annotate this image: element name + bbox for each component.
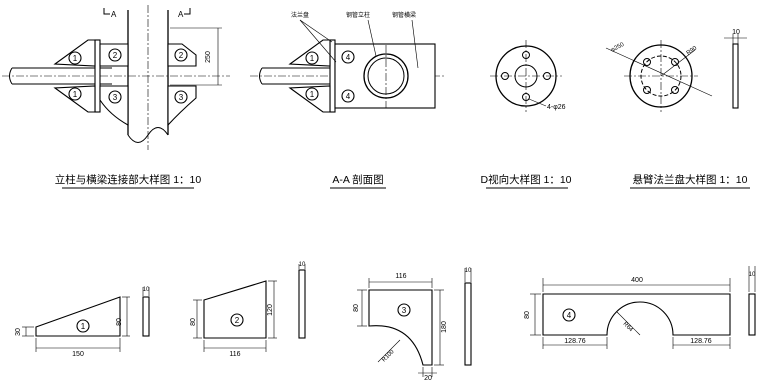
- part-number-1: 1: [68, 51, 82, 65]
- part-1-detail: 1 150 80 30 10: [15, 287, 150, 358]
- svg-text:1: 1: [310, 90, 315, 99]
- p3-radius-dim: R100: [381, 349, 396, 364]
- joint-height-dim: 250: [205, 51, 212, 63]
- part-number-2: 2: [230, 313, 244, 327]
- view-d: 4-φ26 D视向大样图 1：10: [480, 40, 572, 189]
- caption-joint-detail: 立柱与横梁连接部大样图 1：10: [55, 173, 202, 186]
- svg-text:3: 3: [179, 93, 184, 102]
- callout-steel-beam: 钢管横梁: [392, 11, 416, 19]
- part-number-2: 2: [108, 48, 122, 62]
- flange-detail-view: φ250 R90 10 悬臂法兰盘大样图 1：10: [605, 29, 750, 189]
- part-number-1: 1: [305, 51, 319, 65]
- svg-text:1: 1: [73, 90, 78, 99]
- p4-radius-dim: R64: [622, 321, 634, 333]
- caption-section-aa: A-A 剖面图: [332, 173, 383, 186]
- svg-text:1: 1: [81, 322, 86, 331]
- part-3-detail: 3 116 80 180 R100 20 10: [353, 268, 472, 382]
- p1-end-dim: 30: [15, 328, 22, 336]
- p3-height-dim: 180: [441, 321, 448, 333]
- part-number-3: 3: [108, 90, 122, 104]
- part-number-4: 4: [562, 308, 576, 322]
- p2-length-dim: 116: [229, 351, 240, 358]
- svg-text:4: 4: [346, 92, 351, 101]
- p4-length-dim: 400: [631, 277, 643, 284]
- svg-text:1: 1: [310, 54, 315, 63]
- svg-text:1: 1: [73, 54, 78, 63]
- bolt-circle-radius-dim: R90: [686, 45, 699, 57]
- caption-view-d: D视向大样图 1：10: [480, 173, 571, 186]
- p2-height-right-dim: 120: [267, 304, 274, 316]
- bolt-holes-dim: 4-φ26: [547, 104, 566, 111]
- p3-height-left-dim: 80: [353, 304, 360, 312]
- p1-height-dim: 80: [116, 318, 123, 326]
- p4-height-dim: 80: [524, 311, 531, 319]
- callout-steel-column: 钢管立柱: [346, 11, 370, 19]
- part-number-4: 4: [341, 89, 355, 103]
- svg-text:3: 3: [113, 93, 118, 102]
- part-2-detail: 2 116 80 120 10: [190, 262, 306, 358]
- p1-length-dim: 150: [72, 351, 84, 358]
- p4-right-dim: 128.76: [690, 338, 712, 345]
- svg-text:4: 4: [346, 53, 351, 62]
- p2-thickness-dim: 10: [299, 262, 306, 268]
- part-number-3: 3: [174, 90, 188, 104]
- part-number-2: 2: [174, 48, 188, 62]
- svg-text:2: 2: [235, 316, 240, 325]
- caption-flange-detail: 悬臂法兰盘大样图 1：10: [633, 173, 748, 186]
- flange-diameter-dim: φ250: [610, 42, 626, 54]
- section-mark-right: A: [178, 10, 184, 19]
- callout-flange-plate: 法兰盘: [291, 11, 309, 19]
- section-mark-left: A: [111, 10, 117, 19]
- p3-thickness-dim: 10: [465, 268, 472, 274]
- part-number-1: 1: [76, 319, 90, 333]
- part-4-detail: 4 400 80 R64 128.76 128.76 10: [524, 266, 756, 349]
- svg-text:4: 4: [567, 311, 572, 320]
- joint-detail-view: 250 A A 1 1 2 2 3 3 立柱与横梁连接部大样图 1：10: [2, 5, 230, 189]
- section-aa-view: 法兰盘 钢管立柱 钢管横梁 1 1 4 4 A-A 剖面图: [250, 11, 444, 189]
- part-number-1: 1: [305, 87, 319, 101]
- flange-thickness-dim: 10: [732, 29, 740, 36]
- p2-height-left-dim: 80: [190, 318, 197, 326]
- part-number-4: 4: [341, 50, 355, 64]
- part-number-3: 3: [397, 303, 411, 317]
- svg-text:3: 3: [402, 306, 407, 315]
- p3-bottom-dim: 20: [424, 375, 432, 382]
- svg-text:2: 2: [113, 51, 118, 60]
- p3-width-dim: 116: [395, 273, 406, 280]
- part-number-1: 1: [68, 87, 82, 101]
- p4-thickness-dim: 10: [749, 272, 756, 278]
- p1-thickness-dim: 10: [143, 287, 150, 293]
- p4-left-dim: 128.76: [564, 338, 586, 345]
- svg-text:2: 2: [179, 51, 184, 60]
